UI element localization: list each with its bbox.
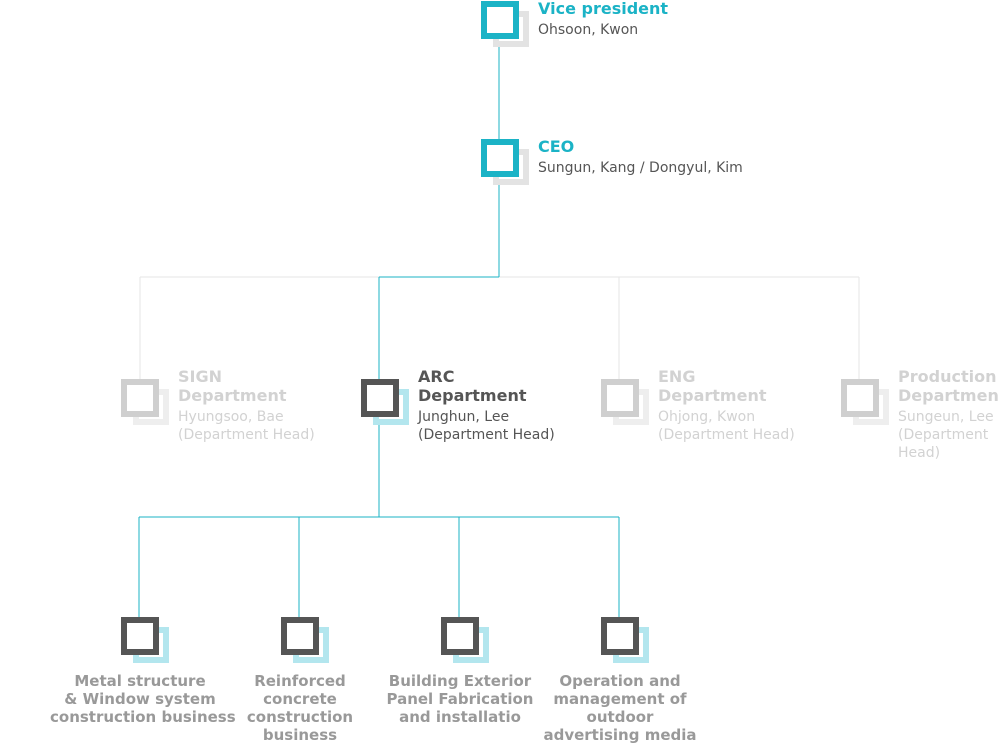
ceo-square-icon (481, 139, 539, 197)
department-title: ARC Department (418, 367, 527, 405)
vice-president-title: Vice president (538, 0, 669, 18)
business-square-icon (121, 617, 179, 675)
business-label: Reinforced concrete construction busines… (246, 672, 354, 744)
department-head-name: Junghun, Lee (Department Head) (418, 409, 555, 443)
business-square-icon (281, 617, 339, 675)
vice-president-square-icon (481, 1, 539, 59)
department-square-icon (121, 379, 179, 437)
business-label: Operation and management of outdoor adve… (543, 672, 697, 744)
ceo-name: Sungun, Kang / Dongyul, Kim (538, 160, 743, 176)
department-square-icon (361, 379, 419, 437)
business-label: Building Exterior Panel Fabrication and … (386, 672, 534, 726)
business-square-icon (601, 617, 659, 675)
department-square-icon (841, 379, 899, 437)
department-title: Production Department (898, 367, 998, 405)
vice-president-name: Ohsoon, Kwon (538, 22, 639, 38)
department-title: ENG Department (658, 367, 767, 405)
department-title: SIGN Department (178, 367, 287, 405)
department-head-name: Hyungsoo, Bae (Department Head) (178, 409, 315, 443)
department-square-icon (601, 379, 659, 437)
business-label: Metal structure & Window system construc… (50, 672, 236, 726)
ceo-title: CEO (538, 137, 575, 156)
department-head-name: Ohjong, Kwon (Department Head) (658, 409, 795, 443)
business-square-icon (441, 617, 499, 675)
department-head-name: Sungeun, Lee (Department Head) (898, 409, 994, 461)
